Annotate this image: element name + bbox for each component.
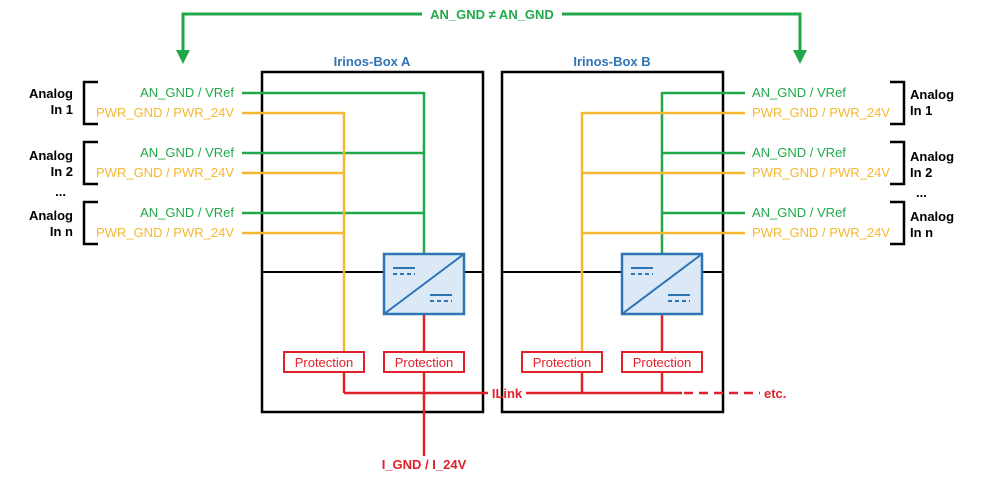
left-signal-labels: AN_GND / VRef PWR_GND / PWR_24V AN_GND /… [96, 85, 234, 240]
an-gnd-label: AN_GND / VRef [140, 145, 234, 160]
pwr-label: PWR_GND / PWR_24V [752, 225, 890, 240]
left-brackets [82, 80, 98, 246]
analog-in-2-line1: Analog [29, 148, 73, 163]
arrow-down-right-icon [793, 50, 807, 64]
pwr-label: PWR_GND / PWR_24V [96, 225, 234, 240]
analog-in-1-line1: Analog [910, 87, 954, 102]
analog-in-n-line2: In n [50, 224, 73, 239]
analog-in-n-line1: Analog [29, 208, 73, 223]
an-gnd-label: AN_GND / VRef [140, 85, 234, 100]
protection-b-pwr: Protection [521, 351, 603, 373]
protection-label: Protection [633, 355, 692, 370]
ellipsis-left: ... [55, 184, 66, 199]
analog-in-1-line2: In 1 [51, 102, 73, 117]
red-wiring [342, 314, 682, 456]
box-a-green-wiring [242, 91, 426, 254]
an-gnd-label: AN_GND / VRef [752, 85, 846, 100]
right-analog-labels: Analog In 1 Analog In 2 ... Analog In n [910, 87, 954, 240]
ellipsis-right: ... [916, 185, 927, 200]
analog-in-n-line1: Analog [910, 209, 954, 224]
analog-in-1-line2: In 1 [910, 103, 932, 118]
protection-b-dcdc: Protection [621, 351, 703, 373]
pwr-label: PWR_GND / PWR_24V [752, 165, 890, 180]
an-gnd-label: AN_GND / VRef [752, 205, 846, 220]
gnd-not-equal-label: AN_GND ≠ AN_GND [430, 7, 554, 22]
box-b-title: Irinos-Box B [573, 54, 650, 69]
pwr-label: PWR_GND / PWR_24V [96, 165, 234, 180]
analog-in-2-line2: In 2 [910, 165, 932, 180]
analog-in-2-line2: In 2 [51, 164, 73, 179]
left-analog-labels: Analog In 1 Analog In 2 ... Analog In n [29, 86, 73, 239]
right-brackets [890, 80, 906, 246]
right-signal-labels: AN_GND / VRef PWR_GND / PWR_24V AN_GND /… [752, 85, 890, 240]
etc-label: etc. [764, 386, 786, 401]
dcdc-converter-b-icon [620, 252, 704, 316]
protection-label: Protection [533, 355, 592, 370]
an-gnd-loop [181, 12, 802, 52]
ilink-label: ILink [492, 386, 523, 401]
box-a-title: Irinos-Box A [334, 54, 411, 69]
an-gnd-label: AN_GND / VRef [752, 145, 846, 160]
analog-in-1-line1: Analog [29, 86, 73, 101]
analog-in-n-line2: In n [910, 225, 933, 240]
box-b-yellow-wiring [580, 111, 745, 353]
protection-label: Protection [295, 355, 354, 370]
protection-a-pwr: Protection [283, 351, 365, 373]
pwr-label: PWR_GND / PWR_24V [752, 105, 890, 120]
dcdc-converter-a-icon [382, 252, 466, 316]
protection-label: Protection [395, 355, 454, 370]
protection-a-dcdc: Protection [383, 351, 465, 373]
supply-label: I_GND / I_24V [382, 457, 467, 472]
box-a-yellow-wiring [242, 111, 346, 353]
arrow-down-left-icon [176, 50, 190, 64]
an-gnd-label: AN_GND / VRef [140, 205, 234, 220]
pwr-label: PWR_GND / PWR_24V [96, 105, 234, 120]
analog-in-2-line1: Analog [910, 149, 954, 164]
